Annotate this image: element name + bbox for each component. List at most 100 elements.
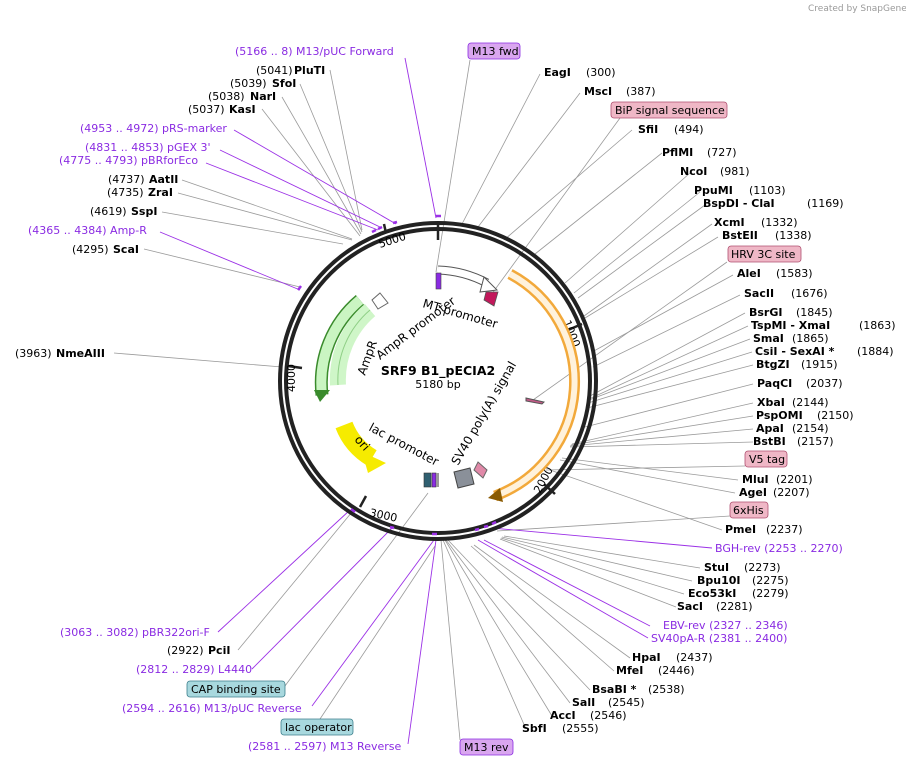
site-num: (5037): [188, 103, 225, 116]
site-name: HpaI: [632, 651, 661, 664]
box-label: M13 rev: [464, 741, 509, 754]
site-name: MluI: [742, 473, 769, 486]
box-bip-signal: [610, 101, 728, 119]
site-num: (5039): [230, 77, 267, 90]
site-name: PmeI: [725, 523, 756, 536]
site-name: PluTI: [294, 64, 325, 77]
primer-label: (2594 .. 2616) M13/pUC Reverse: [122, 702, 302, 715]
site-num: (2154): [792, 422, 829, 435]
box-label: V5 tag: [749, 453, 785, 466]
site-name: PaqCI: [757, 377, 792, 390]
site-num: (1865): [792, 332, 829, 345]
tick-label-4000: 4000: [285, 364, 298, 392]
site-num: (1863): [859, 319, 896, 332]
site-num: (2201): [776, 473, 813, 486]
site-name: NcoI: [680, 165, 707, 178]
site-num: (2922): [167, 644, 204, 657]
box-v5-tag: [744, 450, 788, 468]
site-name: StuI: [704, 561, 729, 574]
site-name: CsiI - SexAI *: [755, 345, 835, 358]
primer-label: (2812 .. 2829) L4440: [136, 663, 252, 676]
site-name: PflMI: [662, 146, 693, 159]
site-num: (1915): [801, 358, 838, 371]
site-num: (2144): [792, 396, 829, 409]
feature-arcs: [314, 265, 580, 502]
site-name: MfeI: [616, 664, 643, 677]
site-num: (5038): [208, 90, 245, 103]
site-name: BtgZI: [756, 358, 790, 371]
site-num: (2546): [590, 709, 627, 722]
box-6xhis: [729, 501, 769, 519]
site-name: BsrGI: [749, 306, 782, 319]
site-name: ApaI: [756, 422, 784, 435]
site-name: TspMI - XmaI: [751, 319, 830, 332]
site-name: BspDI - ClaI: [703, 197, 775, 210]
site-num: (2150): [817, 409, 854, 422]
site-num: (2037): [806, 377, 843, 390]
site-num: (1169): [807, 197, 844, 210]
site-name: EagI: [544, 66, 571, 79]
site-num: (2157): [797, 435, 834, 448]
box-label: BiP signal sequence: [615, 104, 725, 117]
site-name: SalI: [572, 696, 595, 709]
plasmid-name: SRF9 B1_pECIA2: [381, 363, 495, 379]
site-name: BstBI: [753, 435, 786, 448]
feature-boxes: M13 fwd BiP signal sequence HRV 3C site …: [186, 42, 802, 756]
primer-label: SV40pA-R (2381 .. 2400): [651, 632, 787, 645]
box-label: 6xHis: [733, 504, 764, 517]
site-num: (3963): [15, 347, 52, 360]
site-num: (2446): [658, 664, 695, 677]
site-num: (2538): [648, 683, 685, 696]
plasmid-backbone: [278, 214, 598, 541]
site-num: (1103): [749, 184, 786, 197]
site-name: SmaI: [753, 332, 784, 345]
site-name: AccI: [550, 709, 576, 722]
site-name: AgeI: [739, 486, 767, 499]
site-num: (4735): [107, 186, 144, 199]
site-num: (300): [586, 66, 616, 79]
site-num: (387): [626, 85, 656, 98]
restriction-site-leader-lines: [113, 59, 754, 741]
site-name: SacI: [677, 600, 703, 613]
site-name: BsaBI *: [592, 683, 637, 696]
box-m13-fwd: [467, 42, 521, 60]
box-cap-binding: [186, 680, 286, 698]
site-num: (727): [707, 146, 737, 159]
site-name: Eco53kI: [688, 587, 736, 600]
site-name: Bpu10I: [697, 574, 741, 587]
site-num: (5041): [256, 64, 293, 77]
site-name: ZraI: [148, 186, 173, 199]
site-num: (1676): [791, 287, 828, 300]
site-num: (981): [720, 165, 750, 178]
site-name: NarI: [250, 90, 276, 103]
site-name: SfiI: [638, 123, 658, 136]
site-name: SacII: [744, 287, 774, 300]
site-num: (2545): [608, 696, 645, 709]
site-name: SfoI: [272, 77, 296, 90]
site-num: (2275): [752, 574, 789, 587]
site-num: (1845): [796, 306, 833, 319]
site-num: (2279): [752, 587, 789, 600]
site-name: XcmI: [714, 216, 745, 229]
primer-label: (4953 .. 4972) pRS-marker: [80, 122, 227, 135]
site-num: (2437): [676, 651, 713, 664]
box-label: lac operator: [285, 721, 352, 734]
primer-label: BGH-rev (2253 .. 2270): [715, 542, 843, 555]
primer-label: (4831 .. 4853) pGEX 3': [85, 141, 211, 154]
primer-label: (4775 .. 4793) pBRforEco: [59, 154, 198, 167]
box-hrv-3c: [727, 245, 802, 263]
site-num: (2273): [744, 561, 781, 574]
primer-label: (5166 .. 8) M13/pUC Forward: [235, 45, 394, 58]
box-label: M13 fwd: [472, 45, 519, 58]
site-name: PciI: [208, 644, 230, 657]
site-num: (4737): [108, 173, 145, 186]
site-name: KasI: [229, 103, 256, 116]
site-name: AleI: [737, 267, 761, 280]
site-num: (1884): [857, 345, 894, 358]
site-num: (1338): [775, 229, 812, 242]
site-num: (2207): [773, 486, 810, 499]
feature-label-ampr: AmpR: [355, 339, 380, 377]
site-name: SspI: [131, 205, 157, 218]
tick-label-3000: 3000: [368, 506, 398, 525]
plasmid-size: 5180 bp: [415, 378, 460, 391]
